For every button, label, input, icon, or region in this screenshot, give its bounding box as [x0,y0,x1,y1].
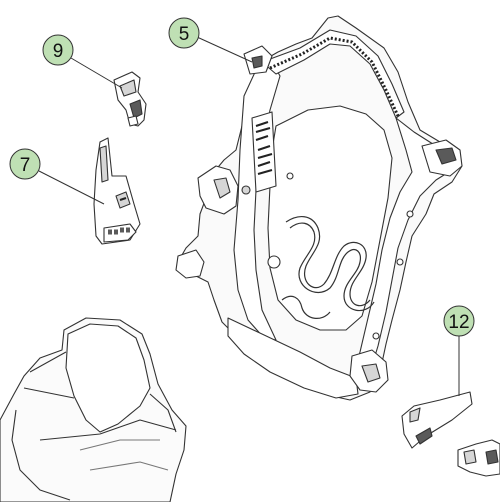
callout-badge [42,34,74,66]
leader-line-9 [70,57,123,89]
callout-badge [443,305,475,337]
seat-side-plate [93,137,141,245]
seat-back-frame [175,15,463,401]
callout-7: 7 [9,148,41,180]
callout-label: 12 [448,312,469,333]
callout-label: 7 [20,155,31,176]
callout-label: 9 [53,41,64,62]
callout-badge [9,148,41,180]
seat-spring-wire [281,216,375,319]
seat-cushion [0,317,187,502]
leader-line-5 [196,36,253,63]
leader-line-7 [38,170,105,205]
leader-lines [38,36,460,396]
callout-badge [168,17,200,49]
callout-12: 12 [443,305,475,337]
callout-label: 5 [179,24,190,45]
trim-cover-panel [401,391,473,449]
mounting-bracket [113,71,147,127]
callout-9: 9 [42,34,74,66]
lower-latch-bracket [457,439,500,477]
callout-5: 5 [168,17,200,49]
